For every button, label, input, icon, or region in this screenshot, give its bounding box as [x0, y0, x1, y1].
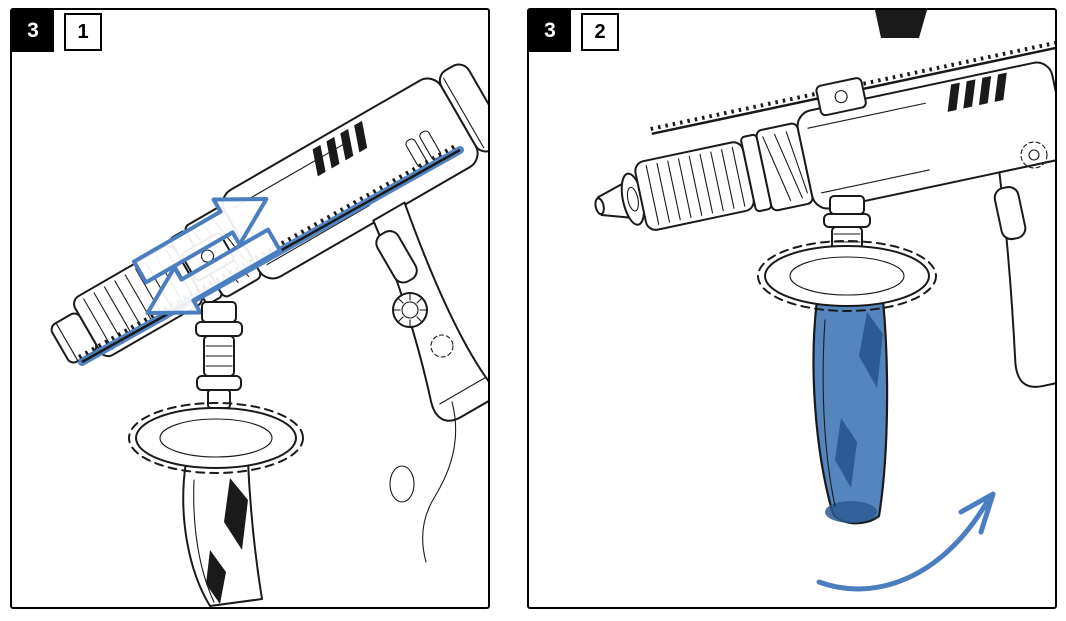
- instruction-panel-2: 3 2: [527, 8, 1057, 609]
- arrow-forward-icon: [132, 197, 269, 285]
- illustration-step-3-1: [50, 63, 488, 607]
- step-number-badge: 3: [12, 10, 54, 52]
- side-handle-grip: [182, 461, 263, 607]
- clamping-ring: [757, 240, 937, 312]
- slide-direction-arrows: [132, 197, 282, 315]
- rotation-arrow-icon: [816, 491, 996, 592]
- arrow-backward-icon: [145, 227, 282, 315]
- step-number-badge: 3: [529, 10, 571, 52]
- lock-knob: [1020, 141, 1048, 169]
- trigger: [993, 185, 1027, 241]
- auxiliary-handle: [757, 195, 937, 525]
- side-handle-grip-highlighted: [812, 298, 889, 525]
- clamping-ring: [128, 402, 304, 474]
- chuck: [634, 141, 755, 231]
- step-badges: 3 1: [12, 10, 102, 52]
- illustration-step-3-2: [594, 10, 1055, 592]
- instruction-panel-1: 3 1: [10, 8, 490, 609]
- auxiliary-handle: [128, 301, 304, 607]
- substep-number-badge: 1: [64, 13, 102, 51]
- step-badges: 3 2: [529, 10, 619, 52]
- mode-dial: [392, 292, 454, 358]
- substep-number-badge: 2: [581, 13, 619, 51]
- rod-clamp: [815, 77, 867, 117]
- rear-vent-block: [875, 10, 927, 38]
- power-cord: [389, 401, 457, 563]
- main-handle: [993, 157, 1055, 388]
- trigger: [375, 230, 418, 284]
- drill-outline: [594, 38, 1055, 388]
